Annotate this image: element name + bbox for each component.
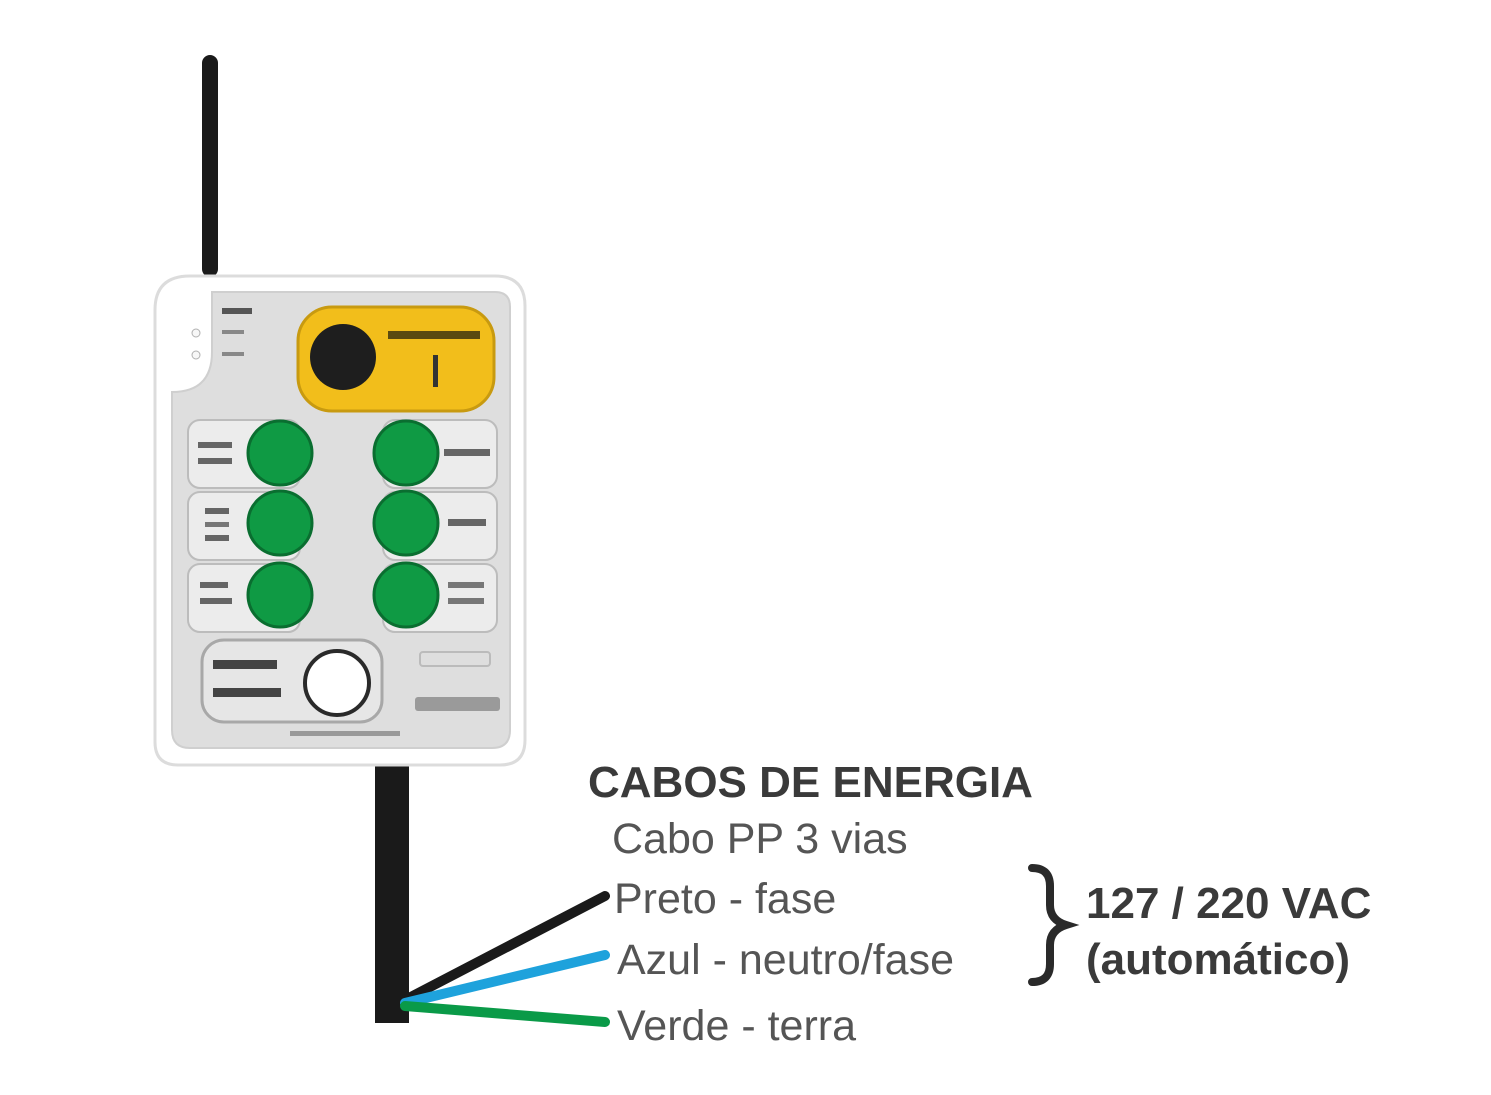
- cables-title: CABOS DE ENERGIA: [588, 758, 1033, 807]
- power-switch-icon: [433, 355, 438, 387]
- indicator-label-mark: [222, 352, 244, 356]
- wire-label-blue: Azul - neutro/fase: [617, 936, 954, 984]
- button-label-mark: [198, 458, 232, 464]
- button-label-mark: [205, 522, 229, 527]
- power-label-mark: [388, 331, 480, 339]
- voltage-mode-label: (automático): [1086, 935, 1350, 984]
- button-label-mark: [205, 508, 229, 514]
- brand-logo: [415, 697, 500, 711]
- wire-label-green: Verde - terra: [617, 1002, 856, 1050]
- indicator-led: [191, 328, 201, 338]
- power-button[interactable]: [310, 324, 376, 390]
- button-label-mark: [200, 582, 228, 588]
- indicator-label-mark: [222, 330, 244, 334]
- curly-brace: [1028, 864, 1080, 986]
- green-button[interactable]: [372, 419, 440, 487]
- cables-subtitle: Cabo PP 3 vias: [612, 815, 908, 863]
- reset-area: [200, 638, 384, 724]
- left-button-column: [187, 419, 314, 633]
- reset-label-mark: [213, 688, 281, 697]
- device-footer-mark: [290, 731, 400, 736]
- green-button[interactable]: [372, 489, 440, 557]
- reset-button[interactable]: [303, 649, 371, 717]
- button-label-mark: [448, 519, 486, 526]
- wire-blue: [400, 950, 610, 1008]
- power-cable: [375, 765, 409, 1023]
- green-button[interactable]: [372, 561, 440, 629]
- button-label-mark: [448, 598, 484, 604]
- voltage-label: 127 / 220 VAC: [1086, 879, 1371, 928]
- wire-black: [400, 891, 610, 1005]
- wire-label-black: Preto - fase: [614, 875, 836, 923]
- certification-mark: [419, 651, 491, 667]
- right-button-column: [372, 419, 498, 633]
- button-label-mark: [444, 449, 490, 456]
- button-label-mark: [198, 442, 232, 448]
- indicator-label-mark: [222, 308, 252, 314]
- button-label-mark: [205, 535, 229, 541]
- green-button[interactable]: [246, 489, 314, 557]
- button-label-mark: [200, 598, 232, 604]
- reset-label-mark: [213, 660, 277, 669]
- green-button[interactable]: [246, 419, 314, 487]
- green-button[interactable]: [246, 561, 314, 629]
- antenna: [202, 55, 218, 277]
- indicator-led: [191, 350, 201, 360]
- wire-green: [400, 1001, 610, 1027]
- power-panel: [296, 305, 496, 413]
- button-label-mark: [448, 582, 484, 588]
